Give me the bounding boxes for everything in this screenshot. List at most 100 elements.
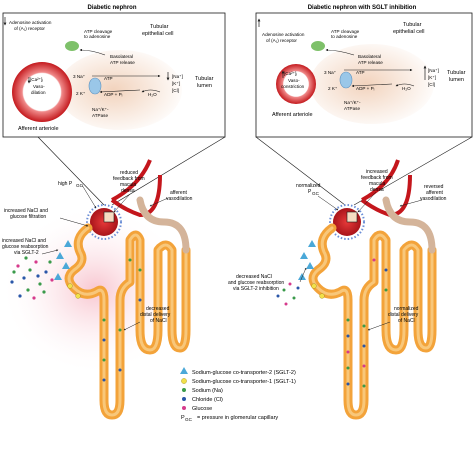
left-atp-release-label: ATP release	[110, 60, 135, 65]
right-zoom-line-1	[255, 136, 346, 206]
right-nephron: normalized P GC increased feedback from …	[228, 159, 447, 420]
right-epithelial-label: epithelial cell	[393, 29, 425, 35]
legend-sodium-icon	[182, 388, 186, 392]
right-vaso-label-1: Vaso-	[288, 78, 300, 83]
left-adenosine-label: Adenosine activation	[9, 20, 52, 25]
left-a1-label: of (A₁) receptor	[14, 26, 45, 31]
left-basolateral-label: Basolateral	[110, 54, 133, 59]
right-solute-cloud	[276, 282, 300, 306]
right-arteriole-label: Afferent arteriole	[272, 112, 313, 118]
left-reduced-2: feedback from	[113, 176, 145, 182]
left-reduced-1: reduced	[120, 170, 138, 176]
left-na-lumen: [Na⁺]	[172, 74, 183, 79]
right-cl-lumen: [Cl]	[428, 82, 435, 87]
left-panel-title: Diabetic nephron	[87, 5, 136, 11]
left-k2-label: 2 K⁺	[76, 91, 86, 96]
left-filtration-1: increased NaCl and	[4, 208, 48, 214]
right-macula-densa-box	[346, 211, 358, 223]
left-epithelial-cell	[58, 50, 182, 130]
left-decreased-3: of NaCl	[150, 318, 167, 324]
left-decreased-2: distal delivery	[140, 312, 171, 318]
left-zoom-line-2	[111, 136, 226, 206]
left-cl-lumen: [Cl]	[172, 88, 179, 93]
left-tubule-particles	[102, 258, 142, 382]
right-a1-receptor-icon	[311, 41, 325, 51]
right-transporters	[298, 240, 325, 299]
right-ca-label: [Ca²⁺]ᵢ	[284, 71, 297, 76]
left-arteriole-label: Afferent arteriole	[18, 126, 59, 132]
left-vaso-label-2: dilation	[31, 90, 46, 95]
left-transporters	[54, 240, 81, 299]
legend-sglt2-icon	[180, 367, 188, 374]
right-lumen-label-1: Tubular	[447, 70, 466, 76]
left-a1-receptor-icon	[65, 41, 79, 51]
right-basolateral-label: Basolateral	[358, 54, 381, 59]
legend-pgc-sub: GC	[185, 417, 193, 422]
left-lumen-label-1: Tubular	[195, 76, 214, 82]
right-inset: Adenosine activation of (A₁) receptor AT…	[255, 12, 473, 138]
legend-chloride-label: Chloride (Cl)	[192, 397, 223, 403]
left-nephron: high P GC reduced feedback from macula d…	[0, 159, 193, 420]
left-atp-cleavage-label: ATP cleavage	[84, 29, 113, 34]
right-reversed-3: vasodilation	[420, 196, 447, 202]
right-normalized-p-2: P	[308, 189, 312, 195]
left-k-lumen: [K⁺]	[172, 81, 180, 86]
left-decreased-1: decreased	[146, 306, 170, 312]
right-tubule-particles	[346, 258, 388, 388]
right-increased-fb-2: feedback from	[361, 175, 393, 181]
right-na-k-atpase-icon	[339, 71, 353, 89]
left-to-adenosine-label: to adenosine	[84, 34, 111, 39]
right-reversed-1: reversed	[424, 184, 444, 190]
left-high-p-label: high P	[58, 181, 73, 187]
left-solute-cloud	[10, 256, 54, 300]
right-atp-release-label: ATP release	[358, 60, 383, 65]
legend-glucose-icon	[182, 406, 186, 410]
left-na-k-atpase-icon	[88, 77, 102, 95]
legend-chloride-icon	[182, 397, 186, 401]
legend-pgc-desc: = pressure in glomerular capillary	[197, 415, 278, 421]
right-a1-label: of (A₁) receptor	[266, 38, 297, 43]
right-panel-title: Diabetic nephron with SGLT inhibition	[308, 5, 417, 11]
right-h2o-label: H₂O	[402, 86, 411, 91]
right-tubular-label: Tubular	[403, 22, 422, 28]
right-normalized-d-1: normalized	[394, 306, 419, 312]
right-reversed-2: afferent	[426, 190, 443, 196]
left-pump-label-1: Na⁺/K⁺-	[92, 107, 109, 112]
left-reabs-1: increased NaCl and	[2, 238, 46, 244]
left-epithelial-label: epithelial cell	[142, 31, 174, 37]
left-macula-densa-box	[103, 211, 115, 223]
left-afferent-arteriole	[12, 62, 72, 122]
right-adenosine-label: Adenosine activation	[262, 32, 305, 37]
right-adp-label: ADP + Pᵢ	[356, 86, 375, 91]
left-pump-label-2: ATPase	[92, 113, 108, 118]
left-reabs-2: glucose reabsorption	[2, 244, 49, 250]
right-atp-cleavage-label: ATP cleavage	[331, 29, 360, 34]
left-high-p-sub: GC	[76, 183, 84, 188]
left-afferent-2: vasodilation	[166, 196, 193, 202]
left-afferent-1: afferent	[170, 190, 187, 196]
right-to-adenosine-label: to adenosine	[331, 34, 358, 39]
right-lumen-label-2: lumen	[449, 77, 464, 83]
left-reduced-4: densa	[121, 188, 135, 194]
legend-sodium-label: Sodium (Na)	[192, 388, 223, 394]
right-normalized-d-3: of NaCl	[398, 318, 415, 324]
legend-glucose-label: Glucose	[192, 406, 212, 412]
right-increased-fb-1: increased	[366, 169, 388, 175]
right-decreased-reabs-3: via SGLT-2 inhibition	[233, 286, 279, 292]
left-tubular-label: Tubular	[150, 24, 169, 30]
left-filtration-2: glucose filtration	[10, 214, 46, 220]
legend-sglt2-label: Sodium-glucose co-transporter-2 (SGLT-2)	[192, 370, 296, 376]
right-k2-label: 2 K⁺	[328, 86, 338, 91]
right-na3-label: 3 Na⁺	[324, 70, 337, 75]
right-epithelial-cell	[310, 44, 434, 124]
right-pump-label-1: Na⁺/K⁺-	[344, 100, 361, 105]
left-adp-label: ADP + Pᵢ	[104, 92, 123, 97]
left-vaso-label-1: Vaso-	[33, 84, 45, 89]
legend-sglt1-icon	[181, 378, 187, 384]
right-k-lumen: [K⁺]	[428, 75, 436, 80]
left-na3-label: 3 Na⁺	[73, 74, 86, 79]
left-ca-label: [Ca²⁺]ᵢ	[30, 77, 43, 82]
left-reabs-3: via SGLT-2	[14, 250, 39, 256]
